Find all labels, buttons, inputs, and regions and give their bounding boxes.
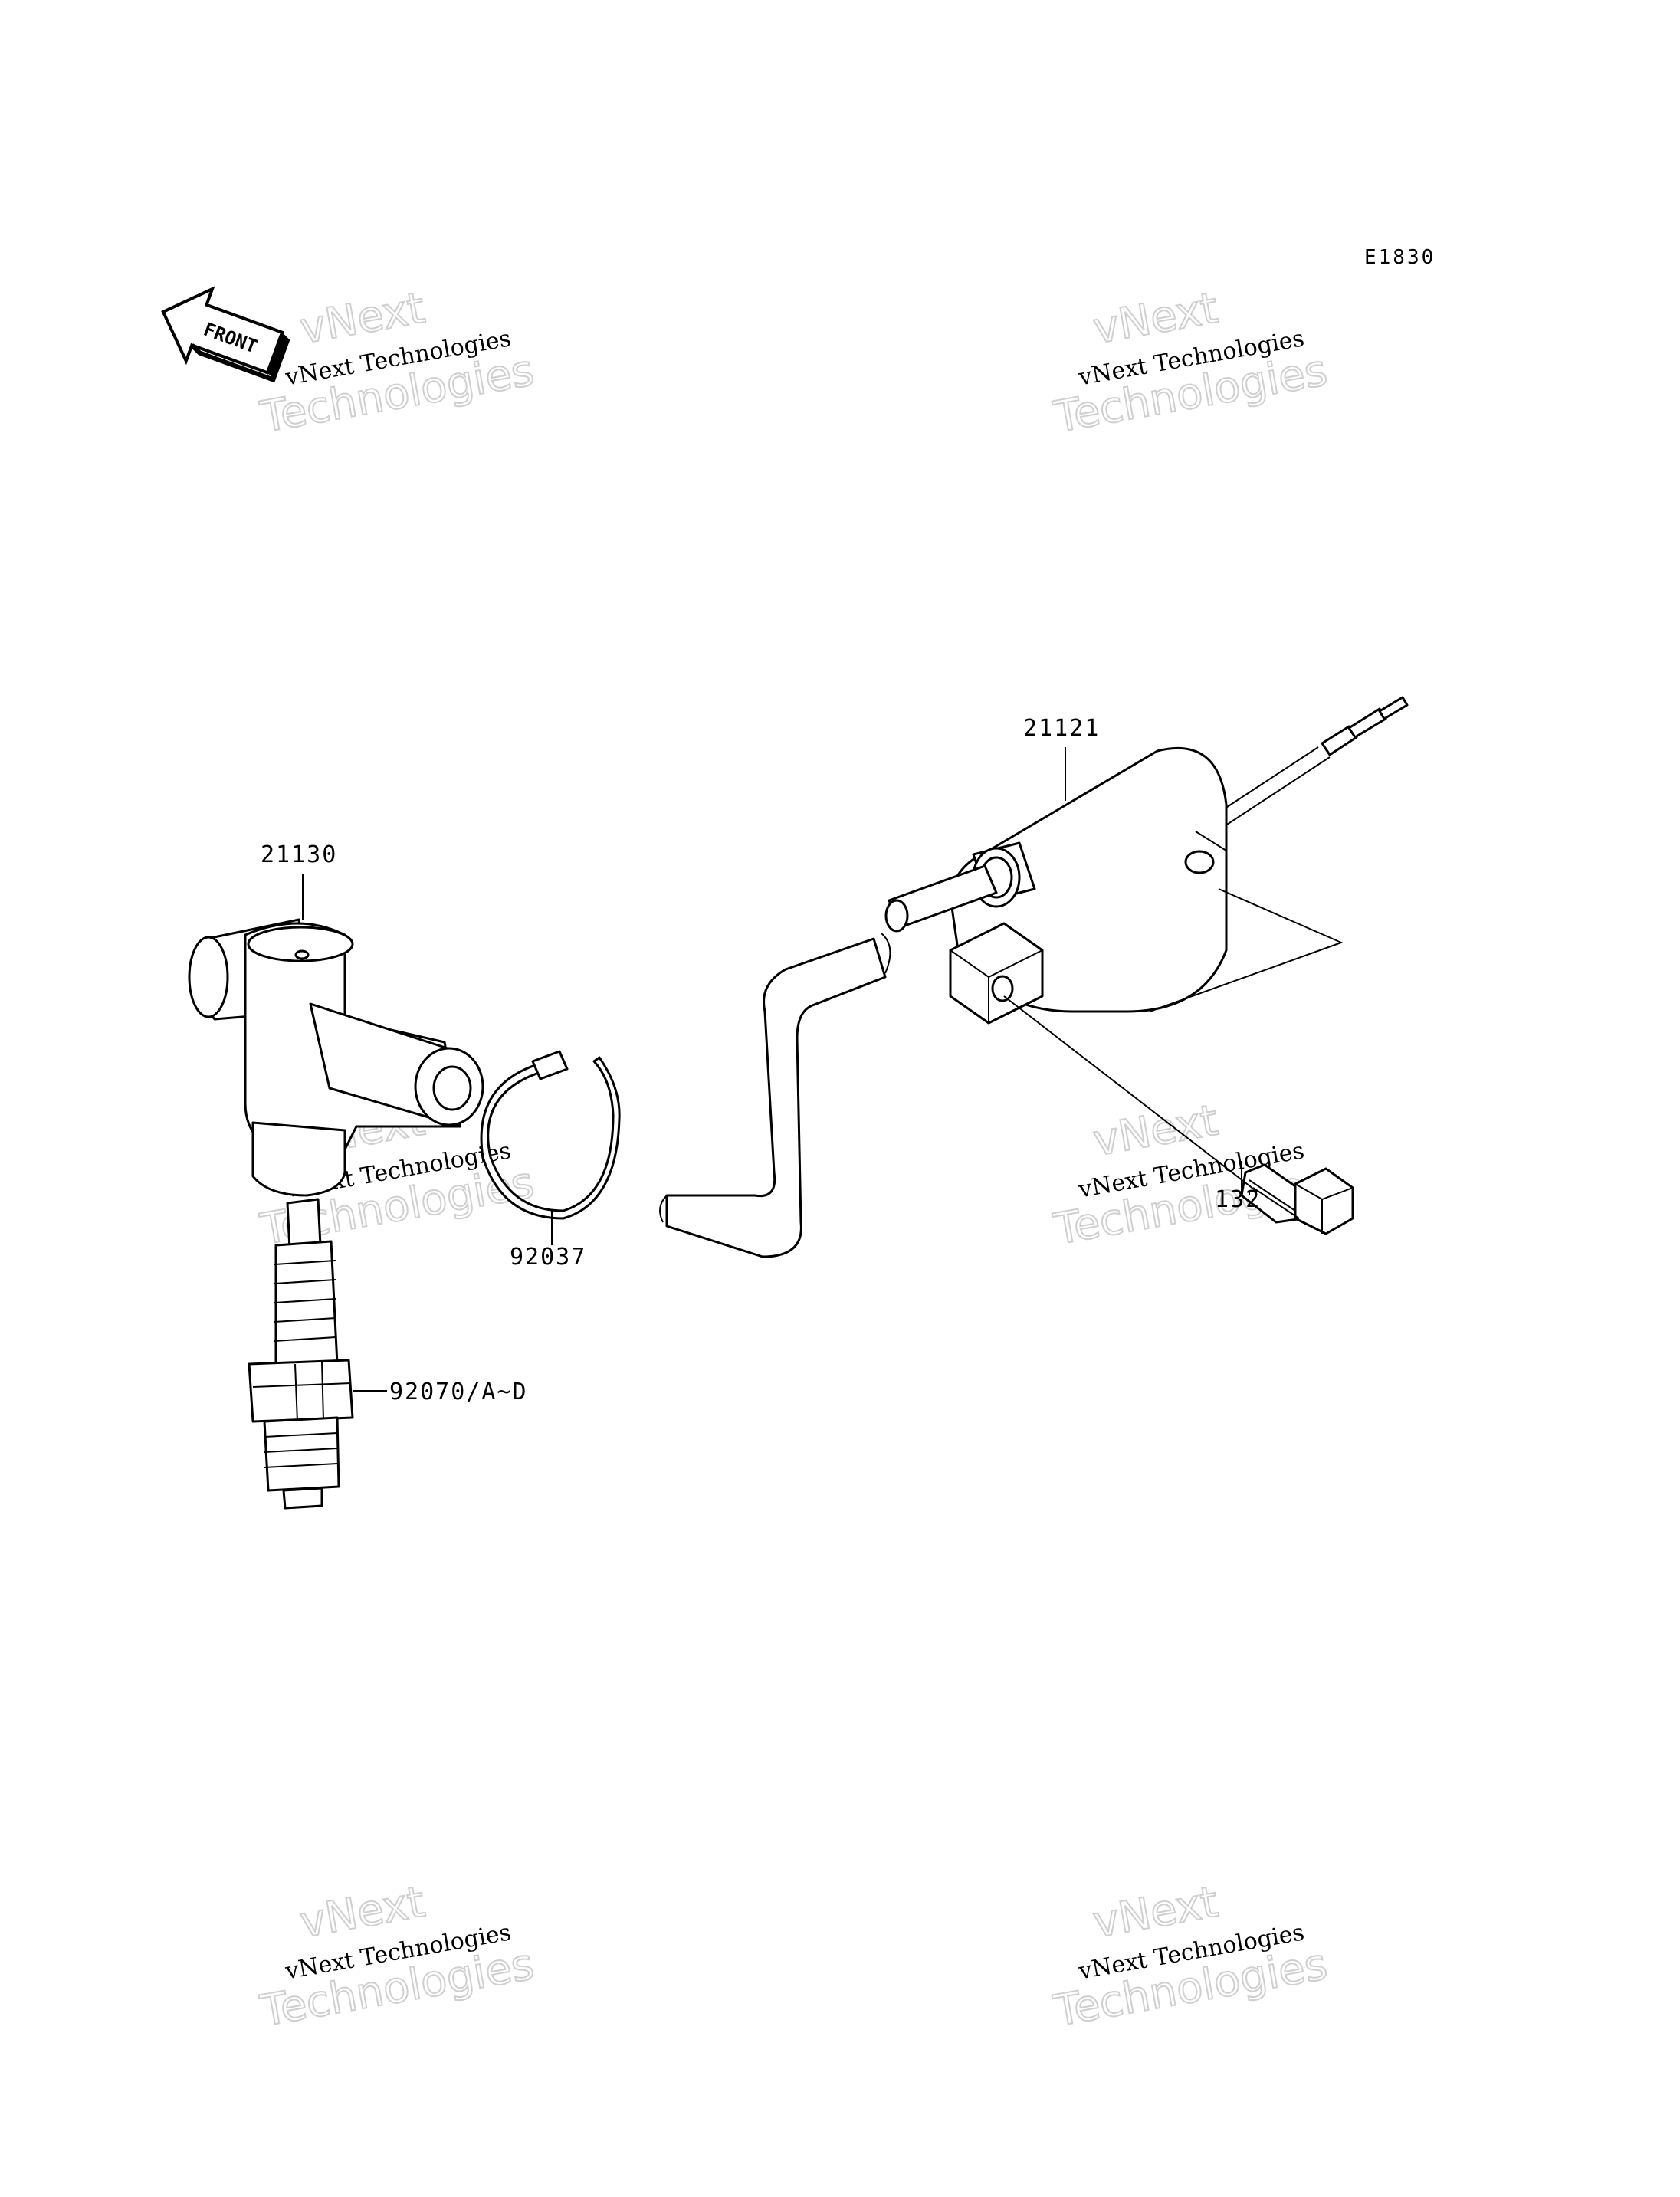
ignition-coil-drawing (884, 696, 1409, 1025)
watermark-bottom-right: vNext vNext Technologies Technologies (1049, 1877, 1332, 2038)
part-label-ignition-coil: 21121 (1023, 715, 1100, 742)
diagram-code: E1830 (1364, 246, 1436, 269)
part-label-spark-plug: 92070/A~D (389, 1379, 528, 1405)
watermark-bottom-left: vNext vNext Technologies Technologies (256, 1877, 539, 2038)
part-label-plug-cap: 21130 (261, 841, 337, 868)
watermark-mid-right: vNext vNext Technologies Technologies (1049, 1095, 1332, 1256)
part-label-bolt: 132 (1215, 1186, 1261, 1213)
front-arrow-icon: FRONT (161, 286, 290, 383)
clamp-drawing (480, 1050, 621, 1220)
plug-cap-drawing (188, 918, 484, 1197)
watermark-top-right: vNext vNext Technologies Technologies (1049, 283, 1332, 444)
part-label-clamp: 92037 (510, 1244, 586, 1271)
ht-lead-drawing (659, 933, 891, 1258)
watermark-top-left: vNext vNext Technologies Technologies (256, 283, 539, 444)
spark-plug-drawing (248, 1198, 354, 1510)
